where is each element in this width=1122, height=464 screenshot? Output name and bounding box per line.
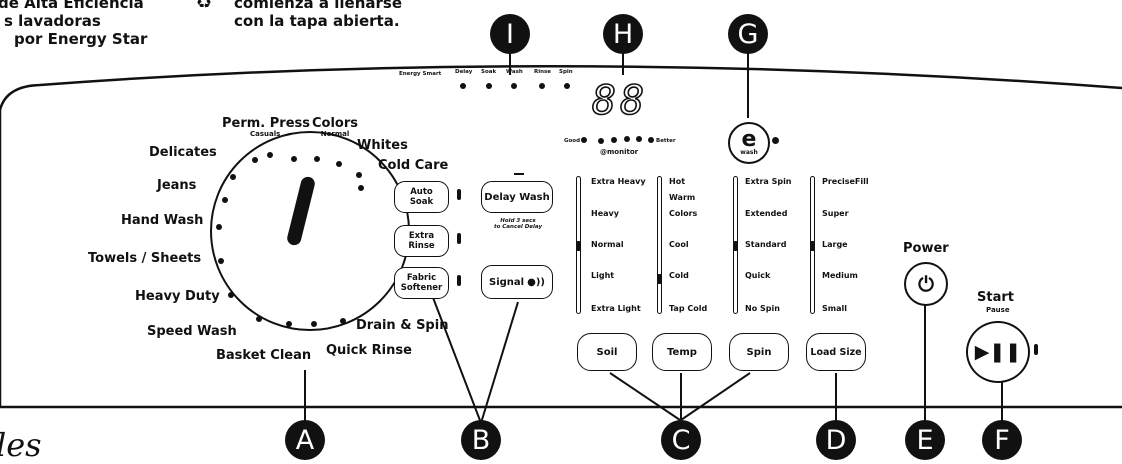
load-medium: Medium: [822, 271, 858, 280]
callout-marker-d: D: [816, 420, 856, 460]
soil-extra-heavy: Extra Heavy: [591, 177, 646, 186]
load-large: Large: [822, 240, 848, 249]
status-wash: Wash: [506, 69, 523, 75]
header-left-line3: por Energy Star: [14, 30, 148, 48]
delay-wash-indicator: [514, 173, 524, 175]
status-energy-smart: Energy Smart: [399, 71, 442, 77]
callout-marker-b: B: [461, 420, 501, 460]
callout-marker-e: E: [905, 420, 945, 460]
soil-slider: [576, 176, 581, 314]
callout-marker-a: A: [285, 420, 325, 460]
header-left-line2: s lavadoras: [4, 12, 101, 30]
soil-light: Light: [591, 271, 615, 280]
ewash-e-icon: e: [741, 126, 757, 152]
load-super: Super: [822, 209, 849, 218]
load-size-button[interactable]: Load Size: [806, 333, 866, 371]
temp-cool: Cool: [669, 240, 689, 249]
emonitor-label: @monitor: [600, 148, 639, 156]
status-spin: Spin: [559, 69, 573, 75]
emonitor-better-label: Better: [656, 138, 676, 144]
load-slider: [810, 176, 815, 314]
cycle-basket-clean: Basket Clean: [216, 348, 312, 363]
start-label: Start: [977, 290, 1014, 305]
cycle-speed-wash: Speed Wash: [147, 324, 237, 339]
spin-no-spin: No Spin: [745, 304, 780, 313]
status-delay: Delay: [455, 69, 473, 75]
callout-marker-f: F: [982, 420, 1022, 460]
callout-marker-c: C: [661, 420, 701, 460]
load-small: Small: [822, 304, 847, 313]
temp-cold: Cold: [669, 271, 689, 280]
cycle-delicates: Delicates: [149, 145, 217, 160]
auto-soak-indicator: [457, 189, 461, 200]
power-icon: ⏻: [918, 272, 934, 296]
callout-marker-i: I: [490, 14, 530, 54]
callout-marker-g: G: [728, 14, 768, 54]
soil-button[interactable]: Soil: [577, 333, 637, 371]
power-label: Power: [903, 241, 949, 256]
pause-label: Pause: [986, 306, 1010, 314]
soil-heavy: Heavy: [591, 209, 619, 218]
header-right-line2: con la tapa abierta.: [234, 12, 400, 30]
ewash-label: wash: [740, 148, 758, 156]
header-right: comienza a llenarse con la tapa abierta.: [234, 0, 402, 30]
header-left-line1: de Alta Eficiencia: [0, 0, 144, 12]
header-right-line1: comienza a llenarse: [234, 0, 402, 12]
cycle-hand-wash: Hand Wash: [121, 213, 204, 228]
temp-tap-cold: Tap Cold: [669, 304, 708, 313]
signal-button[interactable]: Signal●)): [481, 265, 553, 299]
spin-standard: Standard: [745, 240, 787, 249]
temp-warm: Warm: [669, 193, 696, 202]
ewash-button[interactable]: e wash: [728, 122, 770, 164]
emonitor-good-label: Good: [564, 138, 581, 144]
cycle-whites: Whites: [357, 138, 408, 153]
start-pause-button[interactable]: ▶❚❚: [966, 321, 1030, 383]
load-precisefill: PreciseFill: [822, 177, 869, 186]
play-pause-icon: ▶❚❚: [974, 341, 1022, 363]
cycle-quick-rinse: Quick Rinse: [326, 343, 412, 358]
ewash-indicator: [772, 137, 779, 144]
header-left: de Alta Eficiencia s lavadoras por Energ…: [0, 0, 147, 48]
status-rinse: Rinse: [534, 69, 552, 75]
cycle-jeans: Jeans: [157, 178, 197, 193]
status-soak: Soak: [481, 69, 497, 75]
cycle-cold-care: Cold Care: [378, 158, 449, 173]
temp-slider: [657, 176, 662, 314]
start-indicator: [1034, 344, 1038, 355]
spin-quick: Quick: [745, 271, 771, 280]
delay-wash-button[interactable]: Delay Wash: [481, 181, 553, 213]
soil-normal: Normal: [591, 240, 624, 249]
corner-text-fragment: les: [0, 426, 42, 464]
soil-extra-light: Extra Light: [591, 304, 641, 313]
extra-rinse-indicator: [457, 233, 461, 244]
temp-button[interactable]: Temp: [652, 333, 712, 371]
cycle-towels-sheets: Towels / Sheets: [88, 251, 202, 266]
spin-button[interactable]: Spin: [729, 333, 789, 371]
time-display: 88: [591, 77, 649, 125]
fabric-softener-indicator: [457, 275, 461, 286]
spin-extra-spin: Extra Spin: [745, 177, 792, 186]
power-button[interactable]: ⏻: [904, 262, 948, 306]
cycle-heavy-duty: Heavy Duty: [135, 289, 220, 304]
callout-marker-h: H: [603, 14, 643, 54]
spin-slider: [733, 176, 738, 314]
temp-colors: Colors: [669, 209, 698, 218]
cycle-drain-spin: Drain & Spin: [356, 318, 449, 333]
spin-extended: Extended: [745, 209, 788, 218]
temp-hot: Hot: [669, 177, 686, 186]
signal-icon: ●)): [527, 276, 545, 288]
energy-star-icon: ♻: [196, 0, 213, 13]
